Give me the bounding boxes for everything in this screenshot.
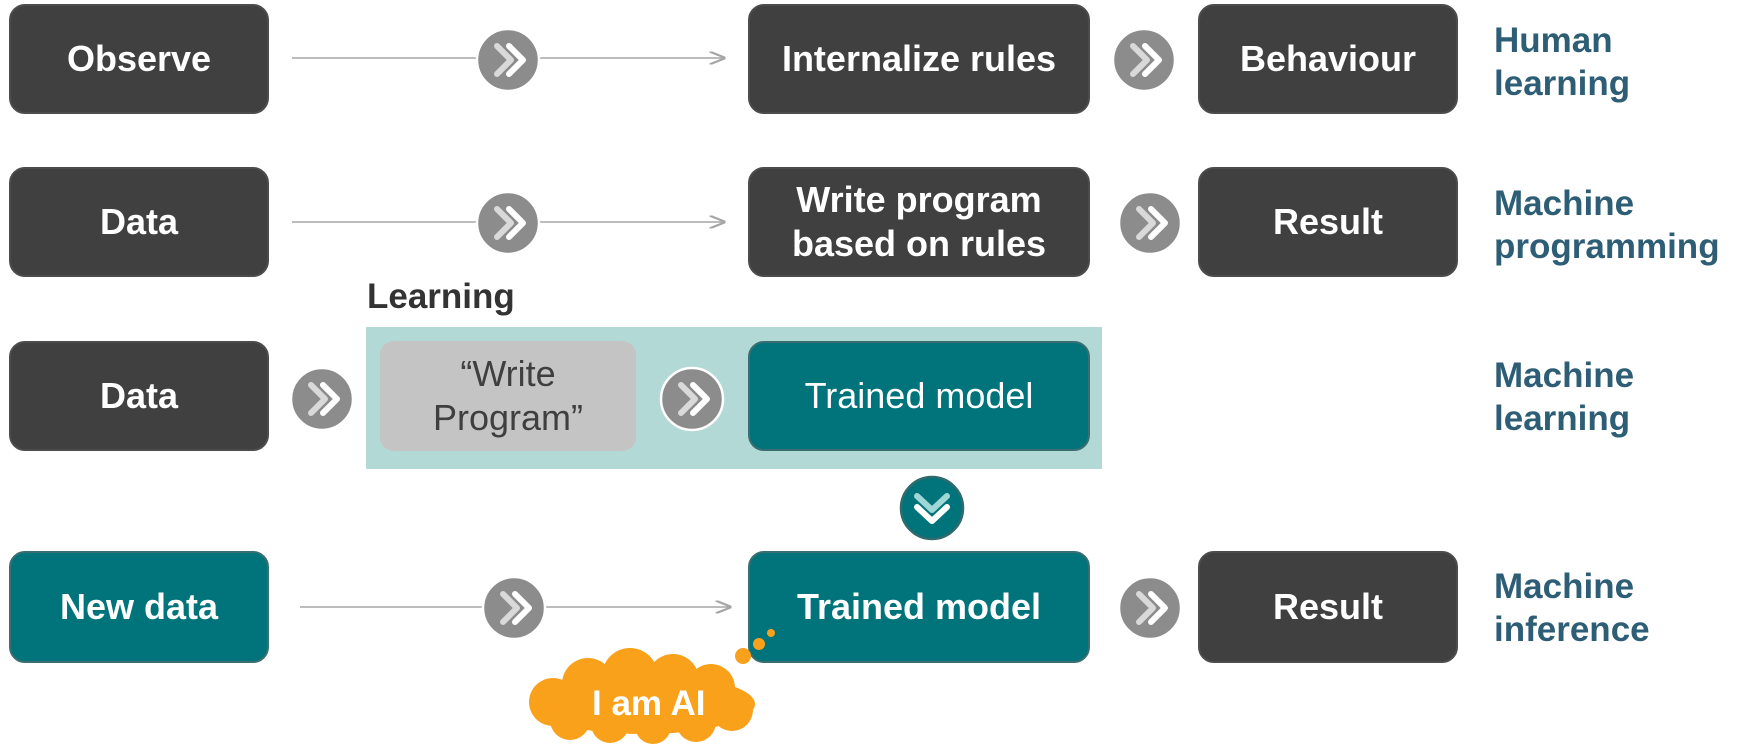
write-program-quoted-box: “Write Program” [380,341,636,451]
label-machine-inference-line1: Machine [1494,567,1635,606]
observe-box: Observe [9,4,269,114]
trained-model-box-inference: Trained model [748,551,1090,663]
result-text-inference: Result [1272,586,1384,628]
write-quoted-line2: Program” [432,397,584,438]
chevron-right-circle-icon [659,366,725,432]
label-machine-learning-line2: learning [1494,398,1631,438]
chevron-right-circle-icon [1117,575,1183,641]
trained-model-text-inference: Trained model [796,586,1042,628]
label-human-learning: Human learning [1494,20,1630,105]
result-box-inference: Result [1198,551,1458,663]
observe-text: Observe [66,38,212,80]
behaviour-box: Behaviour [1198,4,1458,114]
chevron-right-circle-icon [1111,27,1177,93]
data-text-programming: Data [99,201,179,243]
write-program-box: Write program based on rules [748,167,1090,277]
chevron-right-circle-icon [1117,190,1183,256]
write-quoted-line1: “Write [460,353,556,395]
label-machine-programming: Machine programming [1494,183,1720,268]
label-human-learning-line1: Human [1494,21,1613,60]
label-machine-learning-line1: Machine [1494,356,1635,395]
internalize-rules-text: Internalize rules [781,38,1057,80]
chevron-right-circle-icon [289,366,355,432]
learning-title: Learning [367,277,515,316]
chevron-right-circle-icon [475,27,541,93]
label-machine-learning: Machine learning [1494,355,1634,440]
write-program-line1: Write program [796,179,1042,221]
result-box-programming: Result [1198,167,1458,277]
label-machine-inference-line2: inference [1494,609,1650,649]
new-data-text: New data [59,586,219,628]
chevron-down-circle-icon [899,475,965,541]
label-human-learning-line2: learning [1494,63,1631,103]
data-box-learning: Data [9,341,269,451]
thought-cloud-icon [529,629,775,744]
internalize-rules-box: Internalize rules [748,4,1090,114]
trained-model-text-learning: Trained model [804,375,1034,417]
label-machine-programming-line2: programming [1494,226,1720,266]
behaviour-text: Behaviour [1239,38,1417,80]
label-machine-inference: Machine inference [1494,566,1650,651]
cloud-text: I am AI [592,684,706,723]
write-program-line2: based on rules [791,223,1047,264]
data-box-programming: Data [9,167,269,277]
new-data-box: New data [9,551,269,663]
result-text-programming: Result [1272,201,1384,243]
chevron-right-circle-icon [481,575,547,641]
chevron-right-circle-icon [475,190,541,256]
trained-model-box-learning: Trained model [748,341,1090,451]
data-text-learning: Data [99,375,179,417]
label-machine-programming-line1: Machine [1494,184,1635,223]
